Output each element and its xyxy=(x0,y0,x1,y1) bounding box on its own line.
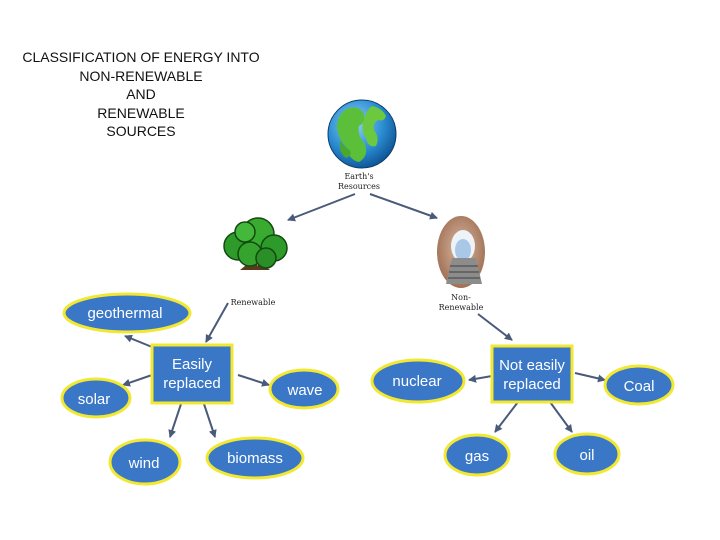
arrow-easily-to-biomass xyxy=(203,403,217,438)
node-oil: oil xyxy=(553,432,621,476)
arrow-not-easily-to-nuclear xyxy=(468,374,493,383)
node-wind-label: wind xyxy=(128,455,160,472)
nonrenewable-label: Renewable xyxy=(439,303,484,312)
node-easily-replaced-label: Easily xyxy=(172,356,213,373)
node-not-easily-replaced-label: replaced xyxy=(503,376,561,393)
node-geothermal-label: geothermal xyxy=(87,305,162,322)
arrow-not-easily-to-gas xyxy=(494,401,519,433)
title-line: SOURCES xyxy=(106,123,176,140)
node-geothermal: geothermal xyxy=(62,292,192,334)
arrow-earth-to-nonrenewable xyxy=(369,193,438,220)
earth-resources-label: Resources xyxy=(338,182,380,191)
node-not-easily-replaced: Not easily replaced xyxy=(490,344,574,404)
mine-tunnel-icon xyxy=(437,216,485,288)
node-gas-label: gas xyxy=(465,448,489,465)
arrow-earth-to-renewable xyxy=(287,193,356,222)
earth-globe-icon xyxy=(327,99,397,169)
arrow-easily-to-geothermal xyxy=(124,334,153,348)
arrow-easily-to-solar xyxy=(122,374,153,387)
node-not-easily-replaced-label: Not easily xyxy=(499,357,565,374)
arrow-easily-to-wind xyxy=(168,403,182,438)
title-line: CLASSIFICATION OF ENERGY INTO xyxy=(22,49,260,65)
diagram-title: CLASSIFICATION OF ENERGY INTO NON-RENEWA… xyxy=(10,48,272,141)
arrow-not-easily-to-oil xyxy=(549,401,573,433)
node-easily-replaced: Easily replaced xyxy=(150,343,234,405)
title-line: RENEWABLE xyxy=(97,104,185,121)
node-solar-label: solar xyxy=(78,391,111,408)
arrow-easily-to-wave xyxy=(237,374,270,387)
node-biomass: biomass xyxy=(205,436,305,480)
earth-resources-label: Earth's xyxy=(344,172,373,181)
node-gas: gas xyxy=(443,433,511,477)
node-nuclear: nuclear xyxy=(370,358,466,404)
node-wave-label: wave xyxy=(286,382,322,399)
arrow-nonrenewable-to-not-easily xyxy=(477,313,513,341)
arrow-renewable-to-easily-replaced xyxy=(205,302,229,343)
node-oil-label: oil xyxy=(579,447,594,464)
node-nuclear-label: nuclear xyxy=(392,373,441,390)
node-solar: solar xyxy=(60,377,132,419)
title-line: NON-RENEWABLE xyxy=(79,67,203,84)
arrow-not-easily-to-coal xyxy=(574,372,606,383)
connector-arrows xyxy=(122,193,606,438)
node-easily-replaced-label: replaced xyxy=(163,375,221,392)
node-coal-label: Coal xyxy=(624,378,655,395)
node-wind: wind xyxy=(108,438,182,486)
node-coal: Coal xyxy=(603,364,675,406)
tree-icon xyxy=(223,217,288,270)
nonrenewable-label: Non- xyxy=(451,293,471,302)
node-biomass-label: biomass xyxy=(227,450,283,467)
node-wave: wave xyxy=(268,368,340,410)
renewable-label: Renewable xyxy=(231,298,276,307)
title-line: AND xyxy=(126,86,156,103)
